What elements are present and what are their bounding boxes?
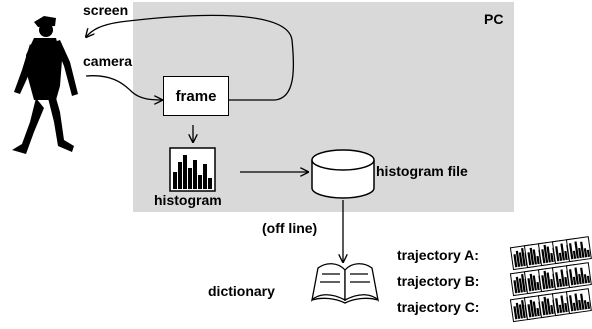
cylinder-file-icon (311, 149, 375, 199)
trajectory-stack-a-icon (509, 236, 592, 271)
walking-person-icon (12, 16, 78, 154)
camera-arrow (85, 75, 162, 100)
trajectory-c-label: trajectory C: (397, 299, 480, 315)
frame-label: frame (175, 87, 217, 105)
histogram-icon (169, 147, 216, 192)
pc-label: PC (484, 11, 504, 27)
trajectory-stack-c-icon (509, 288, 592, 323)
histogram-label: histogram (154, 192, 222, 208)
trajectory-a-label: trajectory A: (397, 247, 479, 263)
trajectory-stacks (509, 236, 592, 323)
open-book-icon (310, 263, 380, 304)
camera-label: camera (83, 53, 133, 69)
histogram-file-label: histogram file (376, 163, 468, 179)
offline-label: (off line) (262, 220, 318, 236)
screen-label: screen (83, 2, 129, 18)
screen-arrow (86, 14, 295, 101)
trajectory-stack-b-icon (509, 262, 592, 297)
frame-box: frame (163, 76, 229, 116)
dictionary-label: dictionary (208, 283, 275, 299)
trajectory-b-label: trajectory B: (397, 273, 480, 289)
